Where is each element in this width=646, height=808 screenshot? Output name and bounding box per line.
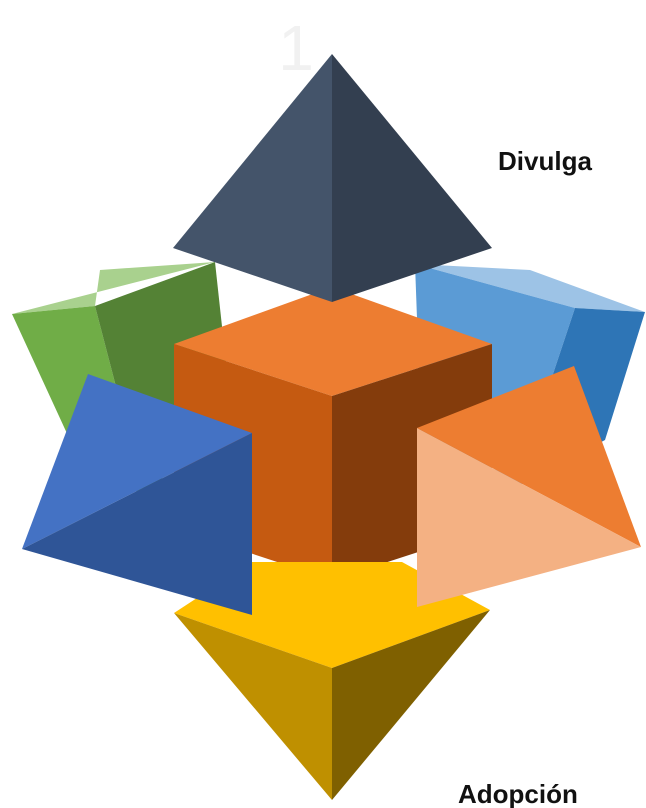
blue-pyramid [22, 374, 252, 615]
gold-pyramid [174, 562, 490, 800]
label-bottom: Adopción [458, 779, 578, 808]
navy-pyramid [173, 54, 492, 302]
step-number: 1 [278, 12, 314, 84]
label-top: Divulga [498, 146, 592, 176]
peach-pyramid [417, 366, 641, 607]
